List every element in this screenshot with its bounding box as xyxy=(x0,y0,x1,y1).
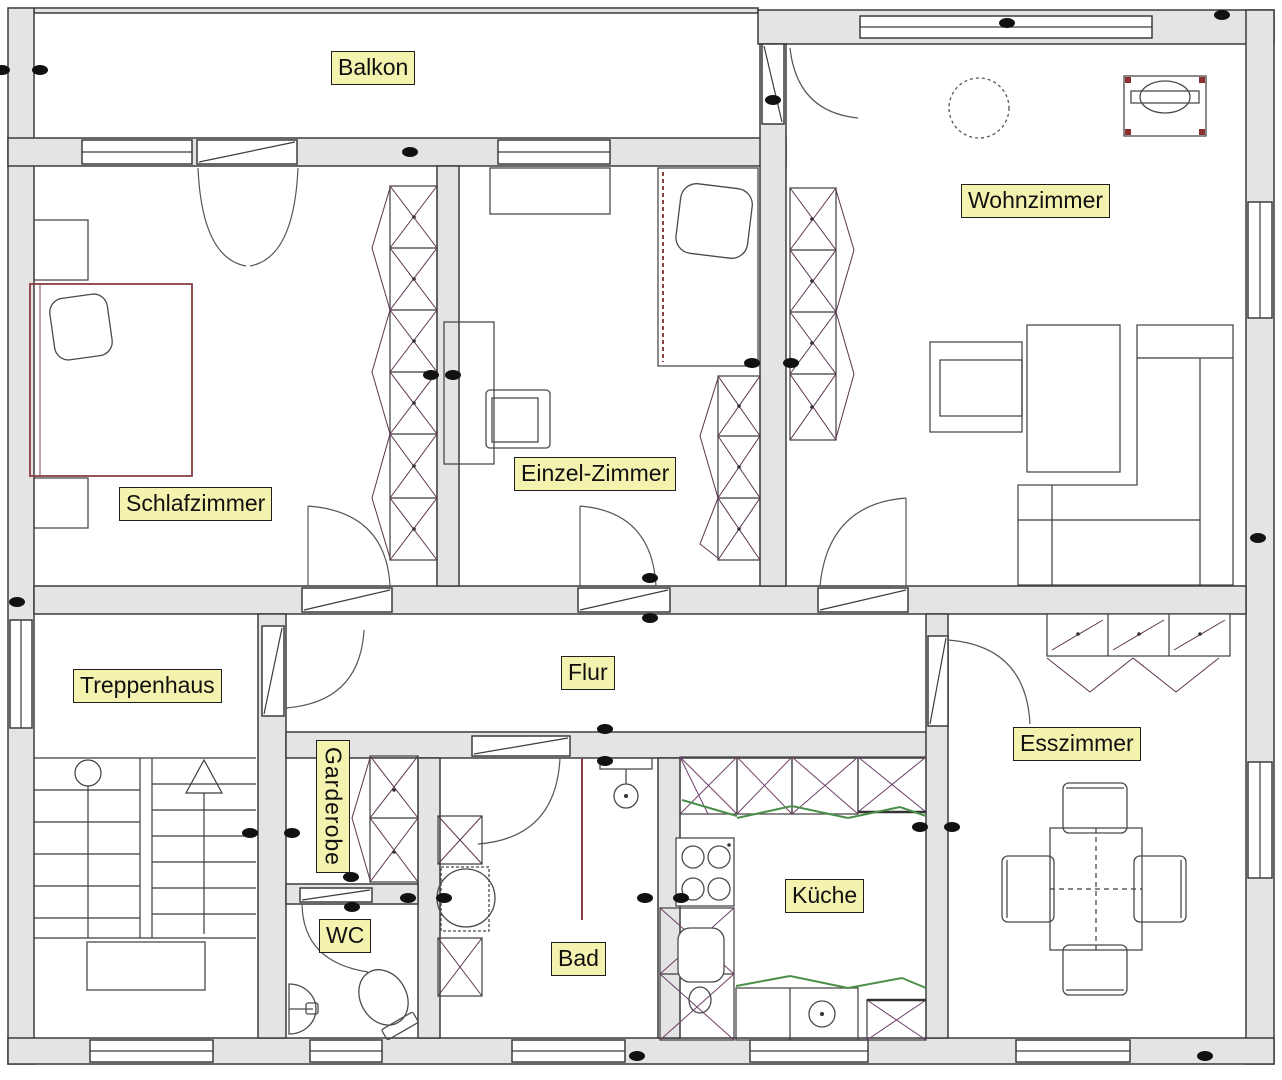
toilet-icon xyxy=(358,969,419,1041)
stairs-landing xyxy=(86,941,206,991)
kueche-furniture xyxy=(659,756,927,1041)
einzelzimmer-furniture xyxy=(443,167,761,561)
armchair xyxy=(929,341,1023,433)
sideboard xyxy=(1046,613,1231,693)
room-label-wc: WC xyxy=(319,919,372,953)
room-label-kueche: Küche xyxy=(785,879,865,913)
room-label-balkon: Balkon xyxy=(331,51,416,85)
desk xyxy=(443,321,495,465)
hand-basin-icon xyxy=(288,983,319,1035)
nightstand xyxy=(33,219,89,281)
junction-markers xyxy=(0,10,1266,1061)
sideboard xyxy=(489,167,611,215)
tv-table xyxy=(1123,75,1207,137)
nightstand xyxy=(33,477,89,529)
room-label-bad: Bad xyxy=(551,942,606,976)
single-bed xyxy=(657,167,759,367)
dining-chair xyxy=(1133,855,1187,923)
stairs xyxy=(34,757,256,991)
garderobe-furniture xyxy=(351,755,419,883)
room-label-esszimmer: Esszimmer xyxy=(1013,727,1141,761)
room-label-wohnzimmer: Wohnzimmer xyxy=(961,184,1111,218)
counter-bottom-row xyxy=(735,975,927,1041)
dining-chair xyxy=(1001,855,1055,923)
room-label-treppenhaus: Treppenhaus xyxy=(73,669,222,703)
plant-icon xyxy=(948,77,1010,139)
dining-chair xyxy=(1062,782,1128,834)
room-label-einzelzimmer: Einzel-Zimmer xyxy=(514,457,677,491)
stairs-start-circle xyxy=(74,759,102,787)
counter-top-row xyxy=(679,756,927,819)
dining-table xyxy=(1049,827,1143,951)
corner-sofa xyxy=(1017,324,1234,586)
room-label-schlafzimmer: Schlafzimmer xyxy=(119,487,273,521)
wohnzimmer-furniture xyxy=(789,75,1234,586)
bad-fixtures xyxy=(436,757,653,997)
wc-fixtures xyxy=(288,969,419,1041)
wardrobe-icon xyxy=(351,755,419,883)
coffee-table xyxy=(1026,324,1121,473)
sink-cabinet xyxy=(659,907,735,1041)
door-arcs xyxy=(197,47,1031,973)
windows xyxy=(9,15,1273,1063)
room-label-garderobe: Garderobe xyxy=(316,740,350,873)
desk-chair xyxy=(485,389,551,449)
esszimmer-furniture xyxy=(1001,613,1231,996)
double-bed xyxy=(29,283,193,477)
shelf-unit xyxy=(789,187,855,441)
stairs-up-arrow-icon xyxy=(184,758,224,794)
room-label-flur: Flur xyxy=(561,656,615,690)
wardrobe-icon xyxy=(699,375,761,561)
dining-chair xyxy=(1062,944,1128,996)
